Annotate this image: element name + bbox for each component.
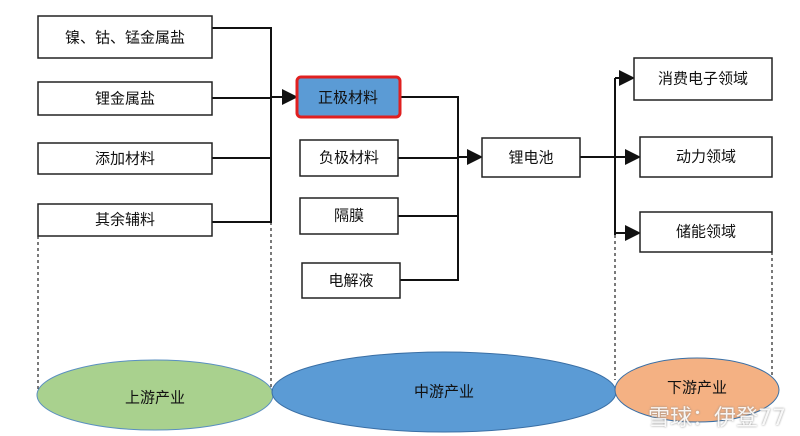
downstream-ellipse [614,357,780,423]
midstream-box-electrolyte: 电解液 [301,262,401,299]
svg-text:锂金属盐: 锂金属盐 [95,90,155,108]
svg-text:储能领域: 储能领域 [676,223,736,241]
midstream-box-anode: 负极材料 [299,139,399,177]
upstream-box-lithium-salt: 锂金属盐 [37,81,213,116]
svg-text:添加材料: 添加材料 [95,150,155,168]
downstream-box-power: 动力领域 [639,136,773,178]
upstream-label: 上游产业 [125,389,185,407]
downstream-box-consumer: 消费电子领域 [633,57,773,101]
downstream-label: 下游产业 [667,379,727,397]
downstream-box-storage: 储能领域 [639,211,773,253]
upstream-box-other: 其余辅料 [37,203,213,237]
svg-text:动力领域: 动力领域 [676,148,736,166]
svg-text:消费电子领域: 消费电子领域 [658,70,748,88]
upstream-box-nicomn: 镍、钴、锰金属盐 [37,15,213,59]
midstream-box-separator: 隔膜 [299,197,399,235]
svg-text:正极材料: 正极材料 [318,89,378,107]
watermark: 雪球：伊登77 [648,406,786,431]
svg-text:负极材料: 负极材料 [319,149,379,167]
svg-text:锂电池: 锂电池 [508,149,553,167]
midstream-label: 中游产业 [414,383,474,401]
midstream-box-cathode: 正极材料 [295,75,402,119]
svg-text:隔膜: 隔膜 [334,207,364,225]
svg-text:镍、钴、锰金属盐: 镍、钴、锰金属盐 [65,29,185,47]
lithium-battery-box: 锂电池 [481,137,581,178]
svg-text:电解液: 电解液 [328,272,373,290]
upstream-box-additives: 添加材料 [37,142,213,175]
svg-text:其余辅料: 其余辅料 [95,211,155,229]
